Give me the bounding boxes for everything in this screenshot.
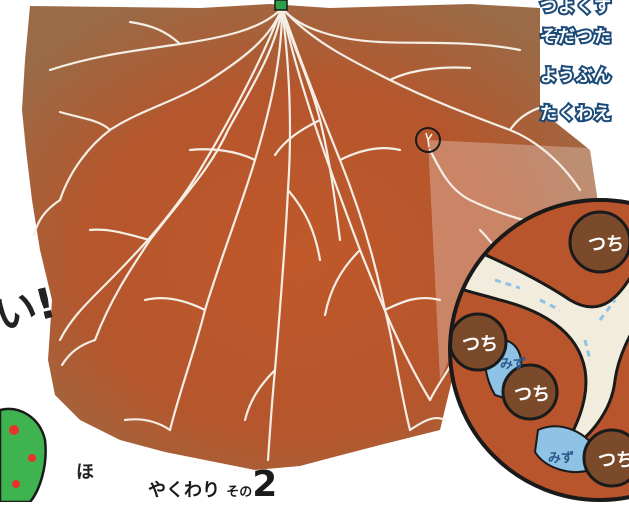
role-prefix: やくわり bbox=[148, 480, 220, 501]
soil-ball: つち bbox=[450, 314, 506, 370]
water-label: みず bbox=[500, 356, 526, 372]
text-line-4: たくわえ bbox=[540, 99, 612, 124]
text-line-2: そだつた bbox=[540, 22, 612, 47]
soil-ball: つち bbox=[584, 430, 629, 486]
text-line-3: ようぶん bbox=[540, 61, 612, 86]
soil-label: つち bbox=[514, 384, 550, 405]
soil-ball: つち bbox=[570, 212, 629, 272]
soil-ball: つち bbox=[503, 365, 557, 419]
soil-label: つち bbox=[598, 450, 629, 471]
plant-stem-icon bbox=[275, 0, 287, 10]
water-label: みず bbox=[548, 450, 574, 466]
corner-character: ほ bbox=[76, 458, 94, 484]
soil-label: つち bbox=[588, 234, 624, 255]
soil-label: つち bbox=[462, 334, 498, 355]
role-number: 2 bbox=[252, 464, 277, 505]
frog-character-icon bbox=[0, 409, 46, 502]
role-label: やくわり その2 bbox=[148, 470, 277, 502]
text-line-1: つよくす bbox=[540, 0, 612, 17]
role-sono: その bbox=[226, 485, 252, 500]
